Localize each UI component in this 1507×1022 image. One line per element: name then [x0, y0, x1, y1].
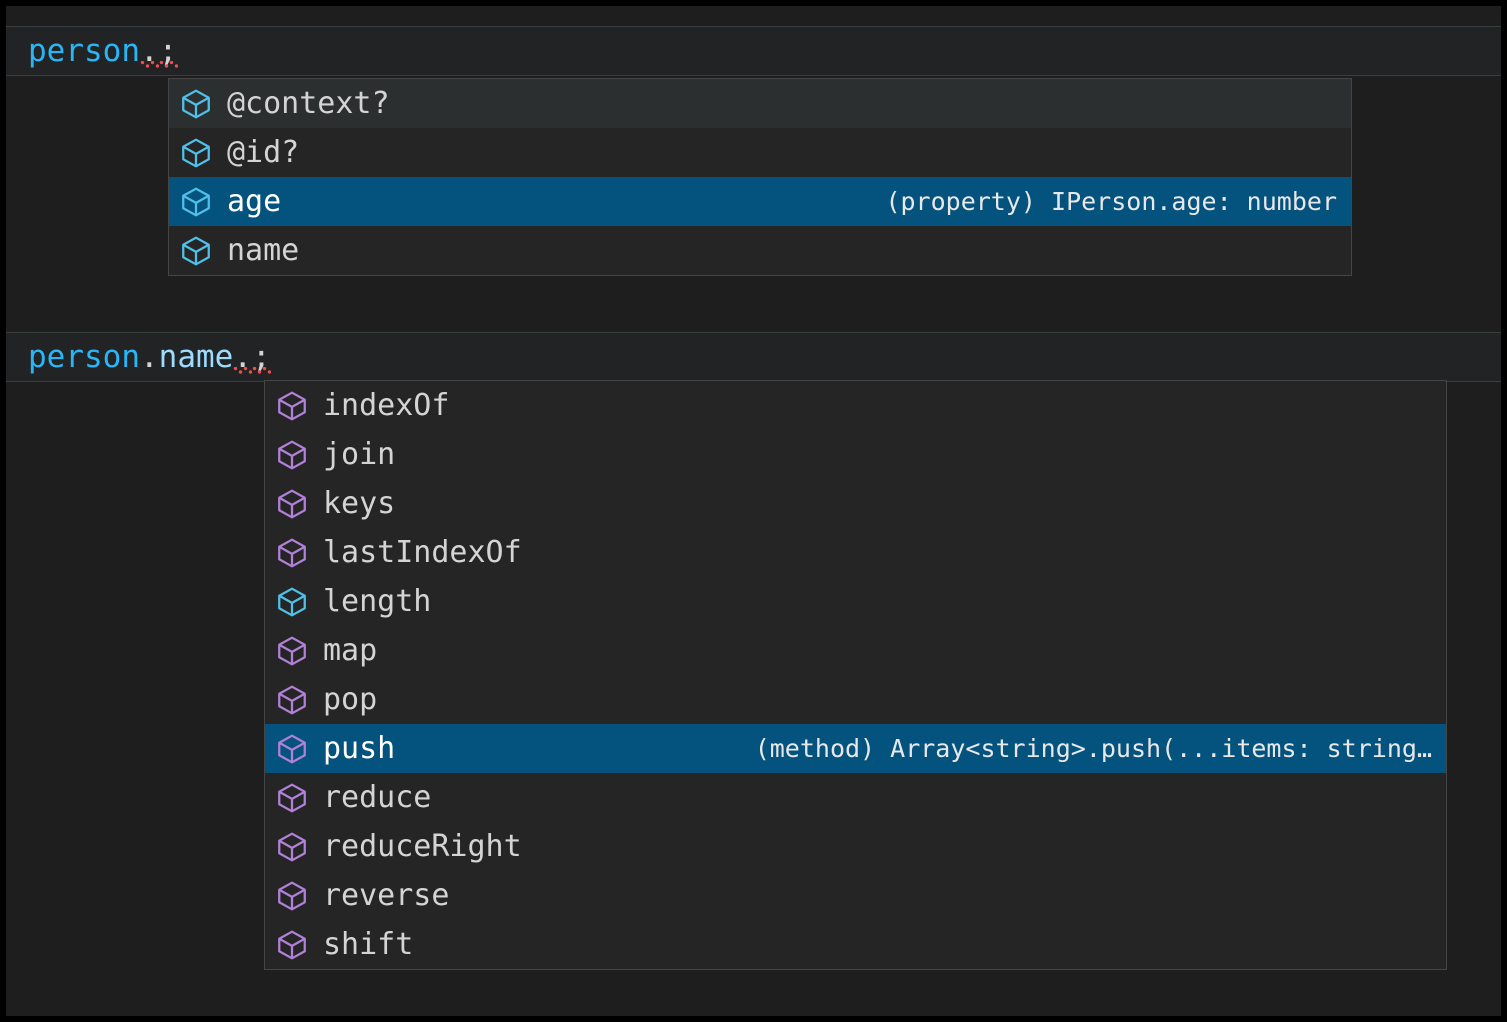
suggest-item-label: join [323, 437, 396, 472]
suggest-item-label: reverse [323, 878, 450, 913]
code-line-person-name[interactable]: person.name.; [6, 332, 1501, 382]
method-cube-icon [278, 734, 306, 763]
suggest-item-label: pop [323, 682, 378, 717]
suggest-item-detail: (method) Array<string>.push(...items: st… [754, 734, 1432, 763]
suggest-item-id[interactable]: @id? [169, 128, 1351, 177]
suggest-item-pop[interactable]: pop [265, 675, 1446, 724]
property-cube-icon [182, 236, 210, 265]
suggest-item-join[interactable]: join [265, 430, 1446, 479]
method-cube-icon [278, 930, 306, 959]
suggest-panel-person-name[interactable]: indexOf join keys lastIndexOf length map pop pu… [264, 380, 1447, 970]
error-squiggle-icon [251, 367, 271, 374]
suggest-item-label: keys [323, 486, 396, 521]
suggest-item-label: reduce [323, 780, 432, 815]
code-editor[interactable]: person.; @context? @id? age (property) IPer… [6, 6, 1501, 1016]
property-cube-icon [182, 187, 210, 216]
code-token-punctuation: ; [158, 33, 178, 69]
suggest-item-label: map [323, 633, 378, 668]
suggest-item-detail: (property) IPerson.age: number [885, 187, 1337, 216]
method-cube-icon [278, 881, 306, 910]
suggest-item-shift[interactable]: shift [265, 920, 1446, 969]
suggest-item-reduceright[interactable]: reduceRight [265, 822, 1446, 871]
code-token-punctuation: . [233, 339, 253, 375]
code-line-person[interactable]: person.; [6, 26, 1501, 76]
code-line-person-name-text: person.name.; [6, 339, 271, 375]
code-line-person-text: person.; [6, 33, 178, 69]
suggest-item-age[interactable]: age (property) IPerson.age: number [169, 177, 1351, 226]
property-cube-icon [278, 587, 306, 616]
suggest-panel-person[interactable]: @context? @id? age (property) IPerson.age: … [168, 78, 1352, 276]
error-squiggle-icon [139, 61, 159, 68]
method-cube-icon [278, 636, 306, 665]
method-cube-icon [278, 685, 306, 714]
suggest-item-context[interactable]: @context? [169, 79, 1351, 128]
method-cube-icon [278, 489, 306, 518]
suggest-item-label: lastIndexOf [323, 535, 522, 570]
method-cube-icon [278, 391, 306, 420]
suggest-item-length[interactable]: length [265, 577, 1446, 626]
suggest-item-label: reduceRight [323, 829, 522, 864]
code-token-variable: person [28, 33, 140, 69]
suggest-item-label: @id? [227, 135, 300, 170]
code-token-property: name [158, 339, 234, 375]
code-token-punctuation: . [139, 33, 159, 69]
suggest-item-label: age [227, 184, 282, 219]
property-cube-icon [182, 138, 210, 167]
method-cube-icon [278, 538, 306, 567]
method-cube-icon [278, 832, 306, 861]
suggest-item-reverse[interactable]: reverse [265, 871, 1446, 920]
suggest-item-name[interactable]: name [169, 226, 1351, 275]
error-squiggle-icon [233, 367, 253, 374]
suggest-item-label: length [323, 584, 432, 619]
suggest-item-indexof[interactable]: indexOf [265, 381, 1446, 430]
suggest-item-push[interactable]: push (method) Array<string>.push(...items… [265, 724, 1446, 773]
suggest-item-reduce[interactable]: reduce [265, 773, 1446, 822]
suggest-item-map[interactable]: map [265, 626, 1446, 675]
property-cube-icon [182, 89, 210, 118]
error-squiggle-icon [158, 61, 178, 68]
method-cube-icon [278, 440, 306, 469]
suggest-item-keys[interactable]: keys [265, 479, 1446, 528]
suggest-item-label: shift [323, 927, 414, 962]
code-token-variable: person [28, 339, 140, 375]
method-cube-icon [278, 783, 306, 812]
suggest-item-label: @context? [227, 86, 390, 121]
code-token-punctuation: ; [251, 339, 271, 375]
suggest-item-label: push [323, 731, 396, 766]
suggest-item-label: indexOf [323, 388, 450, 423]
code-token-punctuation: . [139, 339, 159, 375]
suggest-item-lastindexof[interactable]: lastIndexOf [265, 528, 1446, 577]
suggest-item-label: name [227, 233, 300, 268]
